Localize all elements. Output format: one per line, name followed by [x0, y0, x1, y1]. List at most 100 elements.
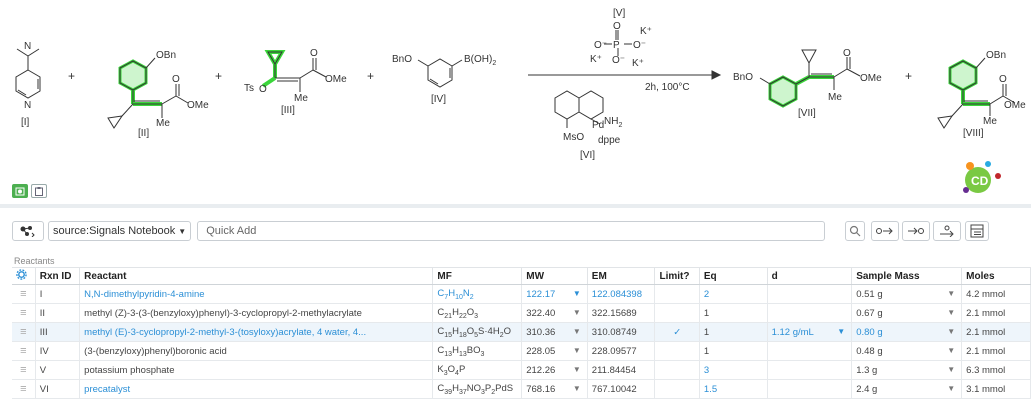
- cell-sample-mass[interactable]: 0.51 g▼: [851, 284, 963, 304]
- atom-o-minus: O⁻: [594, 40, 607, 51]
- cell-mw[interactable]: 122.17▼: [521, 284, 588, 304]
- caret-down-icon[interactable]: ▼: [572, 364, 581, 374]
- header-rxn-id[interactable]: Rxn ID: [35, 267, 81, 285]
- atom-k-plus: K⁺: [640, 26, 652, 37]
- label-compound-viii: [VIII]: [963, 128, 984, 139]
- add-reagent-button[interactable]: [933, 221, 962, 241]
- add-reactant-button[interactable]: [871, 221, 900, 241]
- cell-reactant[interactable]: potassium phosphate: [79, 360, 434, 380]
- cell-limit[interactable]: [654, 360, 700, 380]
- drag-handle-icon[interactable]: ≡: [12, 303, 36, 323]
- table-row[interactable]: ≡ I N,N-dimethylpyridin-4-amine C7H10N2 …: [12, 284, 1031, 304]
- drag-handle-icon[interactable]: ≡: [12, 379, 36, 399]
- drag-handle-icon[interactable]: ≡: [12, 322, 36, 342]
- atom-k-plus: K⁺: [632, 58, 644, 69]
- cell-limit[interactable]: [654, 379, 700, 399]
- cell-mw[interactable]: 310.36▼: [521, 322, 588, 342]
- header-sample-mass[interactable]: Sample Mass: [851, 267, 963, 285]
- cell-mw[interactable]: 228.05▼: [521, 341, 588, 361]
- drag-handle-icon[interactable]: ≡: [12, 284, 36, 304]
- cell-eq[interactable]: 1: [699, 303, 768, 323]
- cell-d[interactable]: [767, 341, 853, 361]
- table-row[interactable]: ≡ V potassium phosphate K3O4P 212.26▼ 21…: [12, 360, 1031, 380]
- gear-icon: [16, 269, 27, 280]
- cell-eq[interactable]: 3: [699, 360, 768, 380]
- caret-down-icon[interactable]: ▼: [572, 345, 581, 355]
- cell-d[interactable]: 1.12 g/mL▼: [767, 322, 853, 342]
- chemdraw-badge[interactable]: CD: [958, 158, 1004, 198]
- source-select[interactable]: source:Signals Notebook ▼: [48, 221, 192, 241]
- caret-down-icon[interactable]: ▼: [572, 383, 581, 393]
- table-row[interactable]: ≡ III methyl (E)-3-cyclopropyl-2-methyl-…: [12, 322, 1031, 342]
- header-eq[interactable]: Eq: [699, 267, 768, 285]
- cell-eq[interactable]: 1: [699, 322, 768, 342]
- search-button[interactable]: [845, 221, 866, 241]
- caret-down-icon[interactable]: ▼: [947, 288, 956, 298]
- cell-reactant-link[interactable]: methyl (E)-3-cyclopropyl-2-methyl-3-(tos…: [79, 322, 434, 342]
- cell-d[interactable]: [767, 303, 853, 323]
- structure-search-button[interactable]: [12, 221, 44, 241]
- atom-me: Me: [294, 93, 308, 104]
- cell-sample-mass[interactable]: 1.3 g▼: [851, 360, 963, 380]
- atom-boh: B(OH)2: [464, 54, 496, 67]
- caret-down-icon[interactable]: ▼: [572, 307, 581, 317]
- cell-mw[interactable]: 212.26▼: [521, 360, 588, 380]
- toolbar: source:Signals Notebook ▼: [12, 220, 1031, 242]
- drag-handle-icon[interactable]: ≡: [12, 360, 36, 380]
- cell-d[interactable]: [767, 360, 853, 380]
- structure-view-button[interactable]: [12, 184, 28, 198]
- header-reactant[interactable]: Reactant: [79, 267, 434, 285]
- cell-sample-mass[interactable]: 2.4 g▼: [851, 379, 963, 399]
- cell-sample-mass[interactable]: 0.48 g▼: [851, 341, 963, 361]
- cell-reactant[interactable]: (3-(benzyloxy)phenyl)boronic acid: [79, 341, 434, 361]
- cell-limit[interactable]: [654, 284, 700, 304]
- cell-mw[interactable]: 322.40▼: [521, 303, 588, 323]
- quick-add-input[interactable]: [197, 221, 826, 241]
- cell-em: 322.15689: [587, 303, 656, 323]
- table-settings-button[interactable]: [965, 221, 990, 241]
- caret-down-icon[interactable]: ▼: [837, 326, 846, 336]
- cell-reactant[interactable]: methyl (Z)-3-(3-(benzyloxy)phenyl)-3-cyc…: [79, 303, 434, 323]
- table-row[interactable]: ≡ IV (3-(benzyloxy)phenyl)boronic acid C…: [12, 341, 1031, 361]
- atom-ome: OMe: [860, 73, 882, 84]
- cell-limit[interactable]: [654, 341, 700, 361]
- cell-mf: K3O4P: [432, 360, 523, 380]
- caret-down-icon[interactable]: ▼: [572, 326, 581, 336]
- cell-reactant-link[interactable]: precatalyst: [79, 379, 434, 399]
- structure-iii: [261, 50, 327, 92]
- cell-sample-mass[interactable]: 0.80 g▼: [851, 322, 963, 342]
- add-product-button[interactable]: [902, 221, 931, 241]
- cell-eq[interactable]: 2: [699, 284, 768, 304]
- header-mw[interactable]: MW: [521, 267, 588, 285]
- cell-mw[interactable]: 768.16▼: [521, 379, 588, 399]
- header-d[interactable]: d: [767, 267, 853, 285]
- cell-rxn-id: V: [35, 360, 81, 380]
- cell-limit[interactable]: [654, 303, 700, 323]
- cell-limit-check-icon[interactable]: ✓: [654, 322, 700, 342]
- drag-handle-icon[interactable]: ≡: [12, 341, 36, 361]
- cell-moles: 2.1 mmol: [961, 303, 1031, 323]
- caret-down-icon[interactable]: ▼: [572, 288, 581, 298]
- header-moles[interactable]: Moles: [961, 267, 1031, 285]
- atom-bno: BnO: [733, 72, 753, 83]
- caret-down-icon[interactable]: ▼: [947, 345, 956, 355]
- cell-d[interactable]: [767, 284, 853, 304]
- caret-down-icon[interactable]: ▼: [947, 383, 956, 393]
- table-row[interactable]: ≡ II methyl (Z)-3-(3-(benzyloxy)phenyl)-…: [12, 303, 1031, 323]
- cell-eq[interactable]: 1: [699, 341, 768, 361]
- header-mf[interactable]: MF: [432, 267, 523, 285]
- cell-sample-mass[interactable]: 0.67 g▼: [851, 303, 963, 323]
- column-settings-cell[interactable]: [12, 267, 36, 285]
- cell-eq[interactable]: 1.5: [699, 379, 768, 399]
- header-em[interactable]: EM: [587, 267, 656, 285]
- table-header-row: Rxn ID Reactant MF MW EM Limit? Eq d Sam…: [12, 267, 1031, 285]
- caret-down-icon[interactable]: ▼: [947, 364, 956, 374]
- header-limit[interactable]: Limit?: [654, 267, 700, 285]
- molecule-icon: [20, 226, 35, 237]
- caret-down-icon[interactable]: ▼: [947, 307, 956, 317]
- table-row[interactable]: ≡ VI precatalyst C39H37NO3P2PdS 768.16▼ …: [12, 379, 1031, 399]
- cell-reactant-link[interactable]: N,N-dimethylpyridin-4-amine: [79, 284, 434, 304]
- caret-down-icon[interactable]: ▼: [947, 326, 956, 336]
- table-view-button[interactable]: [31, 184, 47, 198]
- cell-d[interactable]: [767, 379, 853, 399]
